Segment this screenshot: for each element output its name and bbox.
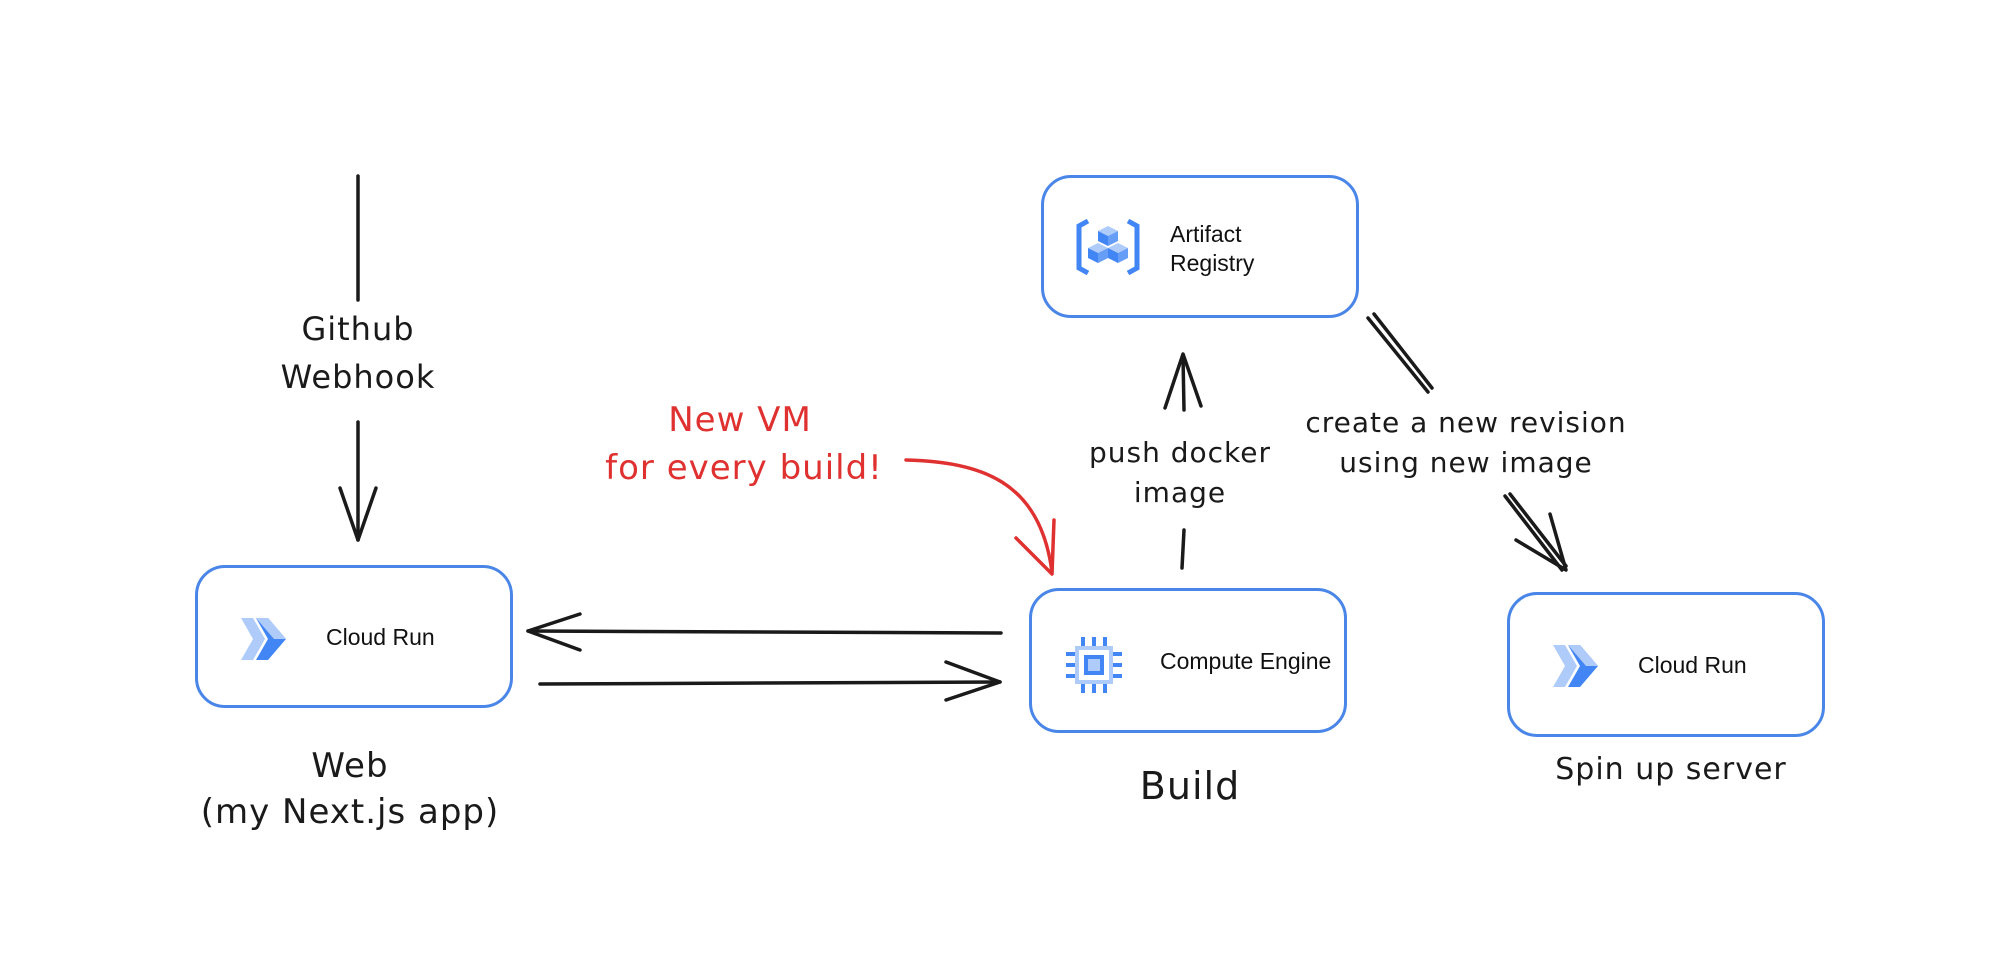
new-vm-label-line2: for every build! [605, 448, 883, 488]
revision-arrow-line-top-a [1366, 316, 1430, 394]
web-node-label: Cloud Run [326, 624, 435, 650]
revision-label-line1: create a new revision [1305, 406, 1627, 439]
revision-label-line2: using new image [1339, 446, 1593, 479]
server-caption: Spin up server [1555, 752, 1787, 787]
web-to-build-arrow [538, 680, 1002, 686]
cloud-run-icon [1553, 645, 1598, 687]
webhook-label-line1: Github [301, 310, 415, 348]
revision-arrow-line-bottom-a [1503, 494, 1564, 572]
web-to-build-arrowhead [944, 660, 1002, 702]
new-vm-label-line1: New VM [668, 400, 812, 440]
build-to-web-arrow [526, 629, 1003, 635]
webhook-arrowhead [338, 486, 378, 542]
new-vm-arrow [904, 458, 1054, 574]
push-label-line2: image [1133, 476, 1227, 509]
revision-arrowhead [1514, 512, 1568, 572]
revision-arrow-line-bottom-b [1508, 492, 1568, 568]
push-arrow-line-bottom [1180, 528, 1186, 570]
new-vm-arrowhead [1014, 518, 1056, 576]
server-cloud-run-node[interactable]: Cloud Run [1507, 592, 1825, 737]
cloud-run-icon [241, 618, 286, 660]
compute-engine-node[interactable]: Compute Engine [1029, 588, 1347, 733]
revision-arrow-line-top-b [1372, 312, 1434, 390]
artifact-registry-label-line1: Artifact [1170, 221, 1242, 247]
build-to-web-arrowhead [526, 612, 582, 652]
push-arrowhead [1163, 352, 1203, 410]
push-label-line1: push docker [1088, 436, 1271, 469]
web-cloud-run-node[interactable]: Cloud Run [195, 565, 513, 708]
artifact-registry-node[interactable]: Artifact Registry [1041, 175, 1359, 318]
server-node-label: Cloud Run [1638, 652, 1747, 678]
build-caption: Build [1139, 764, 1241, 808]
artifact-registry-label-line2: Registry [1170, 250, 1255, 276]
push-arrow-line-top [1181, 354, 1186, 412]
artifact-registry-icon [1076, 218, 1140, 276]
web-caption-line1: Web [311, 746, 389, 786]
compute-engine-icon [1066, 637, 1122, 693]
webhook-label-line2: Webhook [280, 358, 436, 396]
compute-engine-label: Compute Engine [1160, 648, 1332, 674]
web-caption-line2: (my Next.js app) [200, 792, 500, 832]
